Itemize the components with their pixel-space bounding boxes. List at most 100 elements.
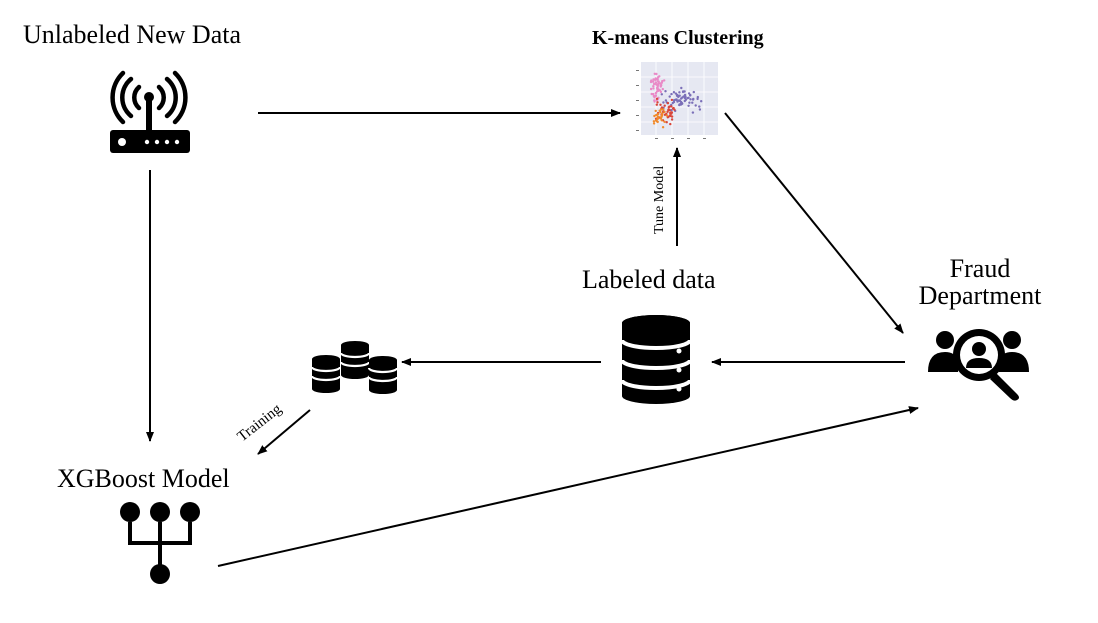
scatter-dot (663, 120, 666, 124)
scatter-dot (665, 121, 668, 124)
scatter-dot (652, 87, 655, 90)
scatter-dot (687, 92, 691, 95)
scatter-dot (670, 98, 674, 102)
scatter-dot (654, 119, 658, 122)
scatter-dot (663, 104, 666, 107)
scatter-dot (660, 93, 663, 96)
label-fraud-department: Fraud Department (905, 254, 1055, 311)
scatter-dot (665, 114, 669, 117)
scatter-dot (698, 108, 702, 111)
scatter-dot (664, 99, 668, 102)
scatter-dot (688, 101, 691, 104)
scatter-dot (682, 95, 685, 98)
scatter-dot (652, 85, 655, 88)
scatter-dot (656, 116, 660, 119)
scatter-dot (696, 97, 699, 101)
scatter-dot (689, 94, 692, 97)
scatter-dot (661, 87, 664, 91)
scatter-dot (692, 90, 695, 94)
scatter-dot (683, 99, 686, 103)
scatter-dot (650, 79, 653, 82)
scatter-dot (655, 113, 658, 117)
scatter-dot (654, 91, 658, 95)
scatter-dot (659, 110, 662, 114)
arrow-xgboost-to-fraud (217, 406, 919, 567)
scatter-dot (675, 94, 679, 97)
scatter-dot (678, 91, 681, 94)
arrow-kmeans-to-fraud (724, 112, 904, 334)
scatter-dot (670, 105, 673, 108)
database-cylinder-top (339, 341, 371, 379)
scatter-dot (653, 100, 656, 103)
scatter-dot (691, 111, 695, 114)
label-fraud-line2: Department (918, 281, 1042, 310)
scatter-dot (672, 91, 676, 94)
scatter-dot (689, 98, 692, 101)
label-unlabeled-new-data: Unlabeled New Data (23, 20, 242, 49)
scatter-dot (670, 92, 673, 96)
scatter-dot (652, 120, 656, 123)
label-kmeans-clustering: K-means Clustering (592, 27, 764, 49)
scatter-dot (672, 100, 676, 104)
scatter-dot (687, 96, 690, 100)
scatter-dot (672, 106, 675, 110)
scatter-dot (683, 96, 687, 100)
scatter-dot (655, 103, 658, 106)
scatter-dot (654, 94, 658, 97)
scatter-dot (669, 122, 672, 126)
scatter-dot (662, 108, 665, 111)
scatter-dot (666, 110, 669, 114)
label-xgboost-model: XGBoost Model (57, 464, 230, 493)
scatter-dot (649, 87, 653, 91)
scatter-dot (655, 72, 658, 76)
scatter-dot (672, 99, 676, 102)
database-cylinder-right (367, 356, 399, 394)
scatter-dot (670, 115, 674, 118)
scatter-dot (660, 119, 663, 122)
scatter-dot (656, 113, 660, 116)
scatter-dot (670, 108, 673, 112)
scatter-dot (659, 90, 663, 94)
scatter-dot (656, 120, 659, 124)
edge-label-tune-model: Tune Model (652, 166, 667, 234)
database-cylinder-left (310, 355, 342, 393)
scatter-dot (661, 79, 664, 83)
scatter-dot (658, 75, 661, 78)
scatter-dot (654, 78, 657, 82)
scatter-dot (660, 83, 663, 87)
scatter-dot (651, 80, 655, 83)
scatter-dot (661, 126, 665, 129)
scatter-dot (687, 104, 690, 108)
scatter-dot (661, 112, 664, 115)
router-icon (110, 70, 190, 153)
scatter-dot (663, 79, 666, 82)
scatter-dot (657, 80, 660, 83)
scatter-dot (691, 98, 695, 101)
scatter-dot (657, 88, 660, 91)
scatter-dot (657, 82, 660, 85)
scatter-dot (694, 104, 697, 107)
scatter-dot (652, 122, 656, 125)
scatter-dot (655, 97, 659, 101)
scatter-dot (667, 106, 670, 109)
scatter-dot (660, 108, 663, 111)
scatter-plot-thumbnail (636, 62, 718, 139)
model-tree-icon (120, 502, 200, 584)
scatter-dot (681, 90, 685, 94)
scatter-dot (664, 90, 667, 93)
user-search-icon (928, 329, 1029, 401)
scatter-dot (700, 100, 703, 103)
scatter-dot (653, 96, 656, 99)
scatter-dot (674, 92, 678, 95)
scatter-dot (660, 115, 663, 118)
label-labeled-data: Labeled data (582, 265, 716, 294)
scatter-dot (696, 95, 699, 99)
scatter-dot (666, 101, 670, 105)
scatter-dot (678, 99, 681, 102)
scatter-dot (652, 92, 655, 96)
scatter-dot (656, 101, 659, 104)
scatter-dot (662, 101, 665, 104)
database-stack-icon (310, 341, 399, 394)
scatter-dot (654, 81, 658, 84)
